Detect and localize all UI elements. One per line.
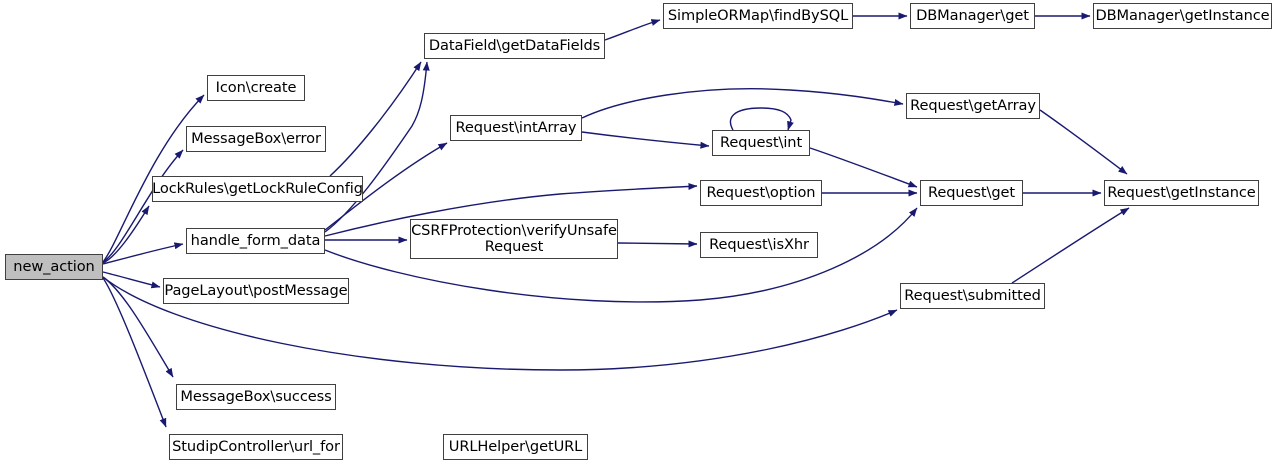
node-request_getarray[interactable]: Request\getArray xyxy=(906,93,1040,119)
node-request_submitted[interactable]: Request\submitted xyxy=(900,283,1045,309)
edge-request_submitted-to-request_getinstance xyxy=(1011,207,1130,284)
edge-new_action-to-messagebox_error xyxy=(102,149,184,263)
node-handle_form_data[interactable]: handle_form_data xyxy=(186,228,325,254)
node-pagelayout_post[interactable]: PageLayout\postMessage xyxy=(163,278,349,304)
node-messagebox_success[interactable]: MessageBox\success xyxy=(176,384,336,410)
node-studip_url_for[interactable]: StudipController\url_for xyxy=(169,434,343,460)
edge-request_intarray-to-request_int xyxy=(581,131,710,149)
edge-new_action-to-studip_url_for xyxy=(102,277,167,428)
edge-request_int-to-request_int xyxy=(729,107,794,131)
edge-new_action-to-handle_form_data xyxy=(102,242,184,265)
node-csrf_verify[interactable]: CSRFProtection\verifyUnsafe Request xyxy=(410,219,618,259)
edge-new_action-to-lockrules_config xyxy=(102,205,150,264)
node-urlhelper_geturl[interactable]: URLHelper\getURL xyxy=(443,434,588,460)
edge-handle_form_data-to-datafield_fields xyxy=(324,61,430,233)
node-request_int[interactable]: Request\int xyxy=(712,130,810,156)
node-icon_create[interactable]: Icon\create xyxy=(207,75,305,101)
edge-lockrules_config-to-datafield_fields xyxy=(329,61,422,177)
node-request_isxhr[interactable]: Request\isXhr xyxy=(700,232,818,258)
edge-csrf_verify-to-request_isxhr xyxy=(617,240,698,248)
node-request_intarray[interactable]: Request\intArray xyxy=(450,115,582,141)
edge-request_intarray-to-request_getarray xyxy=(581,88,904,119)
edge-request_int-to-request_get xyxy=(809,147,918,188)
node-new_action[interactable]: new_action xyxy=(5,254,103,280)
node-dbmanager_get[interactable]: DBManager\get xyxy=(910,3,1035,29)
node-lockrules_config[interactable]: LockRules\getLockRuleConfig xyxy=(152,176,363,202)
node-request_getinstance[interactable]: Request\getInstance xyxy=(1104,180,1259,206)
node-messagebox_error[interactable]: MessageBox\error xyxy=(186,126,326,152)
node-request_option[interactable]: Request\option xyxy=(700,180,822,206)
edge-request_getarray-to-request_getinstance xyxy=(1039,109,1128,175)
node-request_get[interactable]: Request\get xyxy=(920,180,1023,206)
node-dbmanager_instance[interactable]: DBManager\getInstance xyxy=(1093,3,1272,29)
node-simpleormap_find[interactable]: SimpleORMap\findBySQL xyxy=(663,3,853,29)
edge-datafield_fields-to-simpleormap_find xyxy=(604,19,661,41)
node-datafield_fields[interactable]: DataField\getDataFields xyxy=(424,33,605,59)
edge-new_action-to-pagelayout_post xyxy=(102,271,161,289)
